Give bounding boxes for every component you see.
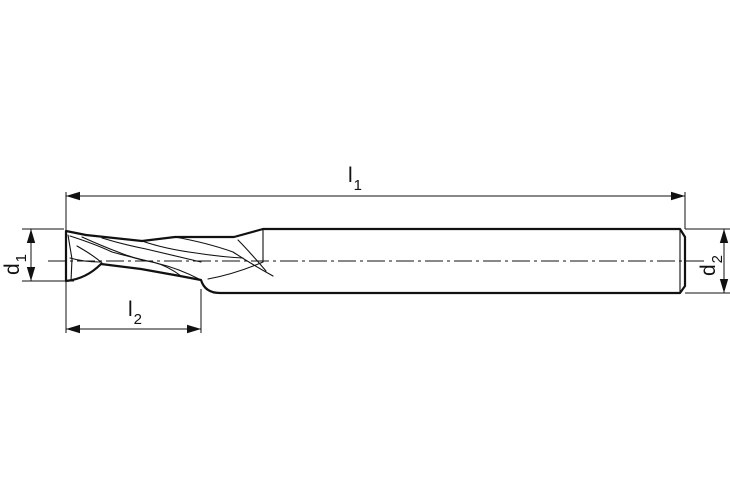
- d1-label: d1: [1, 254, 30, 275]
- d2-subscript: 2: [709, 255, 726, 263]
- l1-main: l: [348, 164, 353, 187]
- d1-bottom-arrow: [26, 267, 36, 281]
- d1-main: d: [1, 263, 24, 275]
- l2-label: l2: [128, 298, 142, 328]
- d1-label-group: d1: [1, 254, 30, 275]
- l2-left-arrow: [66, 324, 80, 334]
- d2-main: d: [697, 264, 720, 276]
- d1-top-arrow: [26, 229, 36, 243]
- l2-subscript: 2: [134, 311, 142, 328]
- d2-bottom-arrow: [719, 279, 729, 293]
- rear-flute-edge: [237, 239, 267, 272]
- d2-label: d2: [697, 255, 726, 276]
- d1-subscript: 1: [13, 254, 30, 262]
- flute-edge-2: [101, 237, 202, 263]
- l2-right-arrow: [187, 324, 201, 334]
- flute-runout-edge: [207, 261, 264, 280]
- flute-edge-3: [141, 240, 244, 259]
- flute-edge-1: [81, 236, 182, 277]
- tip-bottom-edge: [69, 257, 101, 263]
- end-mill-outline: [64, 227, 687, 295]
- l1-label: l1: [348, 164, 362, 194]
- l2-main: l: [128, 298, 133, 321]
- l1-subscript: 1: [354, 177, 362, 194]
- l1-right-arrow: [671, 191, 685, 201]
- flute-edge-4: [174, 236, 274, 277]
- l1-left-arrow: [66, 191, 80, 201]
- d2-top-arrow: [719, 229, 729, 243]
- d2-label-group: d2: [697, 255, 726, 276]
